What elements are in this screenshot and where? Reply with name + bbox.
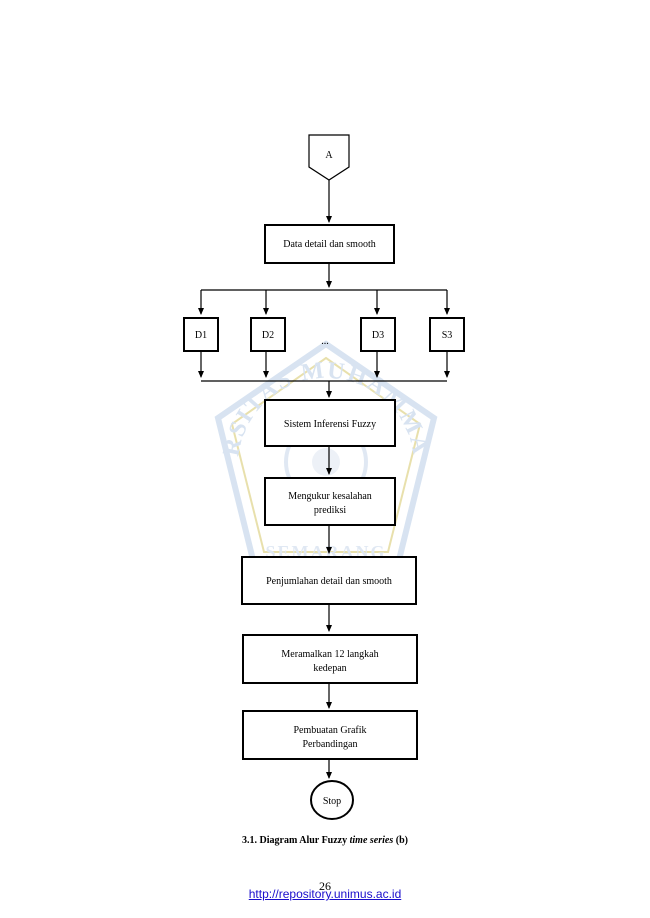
node-error-line-2: prediksi [314,505,346,516]
node-inference: Sistem Inferensi Fuzzy [264,399,396,447]
node-forecast-line-2: kedepan [313,663,346,674]
connector-a: A [308,134,350,181]
caption-prefix: 3.1. Diagram Alur Fuzzy [242,835,348,846]
caption-italic: time series [349,835,394,846]
node-data-detail: Data detail dan smooth [264,224,395,264]
caption-suffix: (b) [395,835,408,846]
branch-ellipsis: ... [321,336,329,347]
connector-a-label: A [325,150,333,161]
node-d2: D2 [250,317,286,352]
repository-link[interactable]: http://repository.unimus.ac.id [248,887,402,901]
fuzzy-flowchart: A Data detail dan smooth D1 D2 ... D3 S3… [183,134,465,820]
node-error: Mengukur kesalahan prediksi [264,477,396,526]
node-data-detail-label: Data detail dan smooth [283,239,375,250]
node-inference-label: Sistem Inferensi Fuzzy [284,419,376,430]
node-chart: Pembuatan Grafik Perbandingan [242,710,418,760]
node-stop: Stop [310,780,354,820]
node-d3: D3 [360,317,396,352]
node-forecast: Meramalkan 12 langkah kedepan [242,634,418,684]
figure-caption: 3.1. Diagram Alur Fuzzy time series (b) [0,835,650,846]
node-stop-label: Stop [323,796,341,807]
node-forecast-line-1: Meramalkan 12 langkah [281,649,378,660]
node-s3: S3 [429,317,465,352]
node-error-line-1: Mengukur kesalahan [288,491,372,502]
node-sum-label: Penjumlahan detail dan smooth [266,576,392,587]
node-d1: D1 [183,317,219,352]
node-d2-label: D2 [262,330,274,341]
page-number: 26 [319,879,331,893]
node-d3-label: D3 [372,330,384,341]
node-sum: Penjumlahan detail dan smooth [241,556,417,605]
node-s3-label: S3 [442,330,453,341]
node-chart-line-1: Pembuatan Grafik [293,725,366,736]
node-chart-line-2: Perbandingan [303,739,358,750]
node-d1-label: D1 [195,330,207,341]
